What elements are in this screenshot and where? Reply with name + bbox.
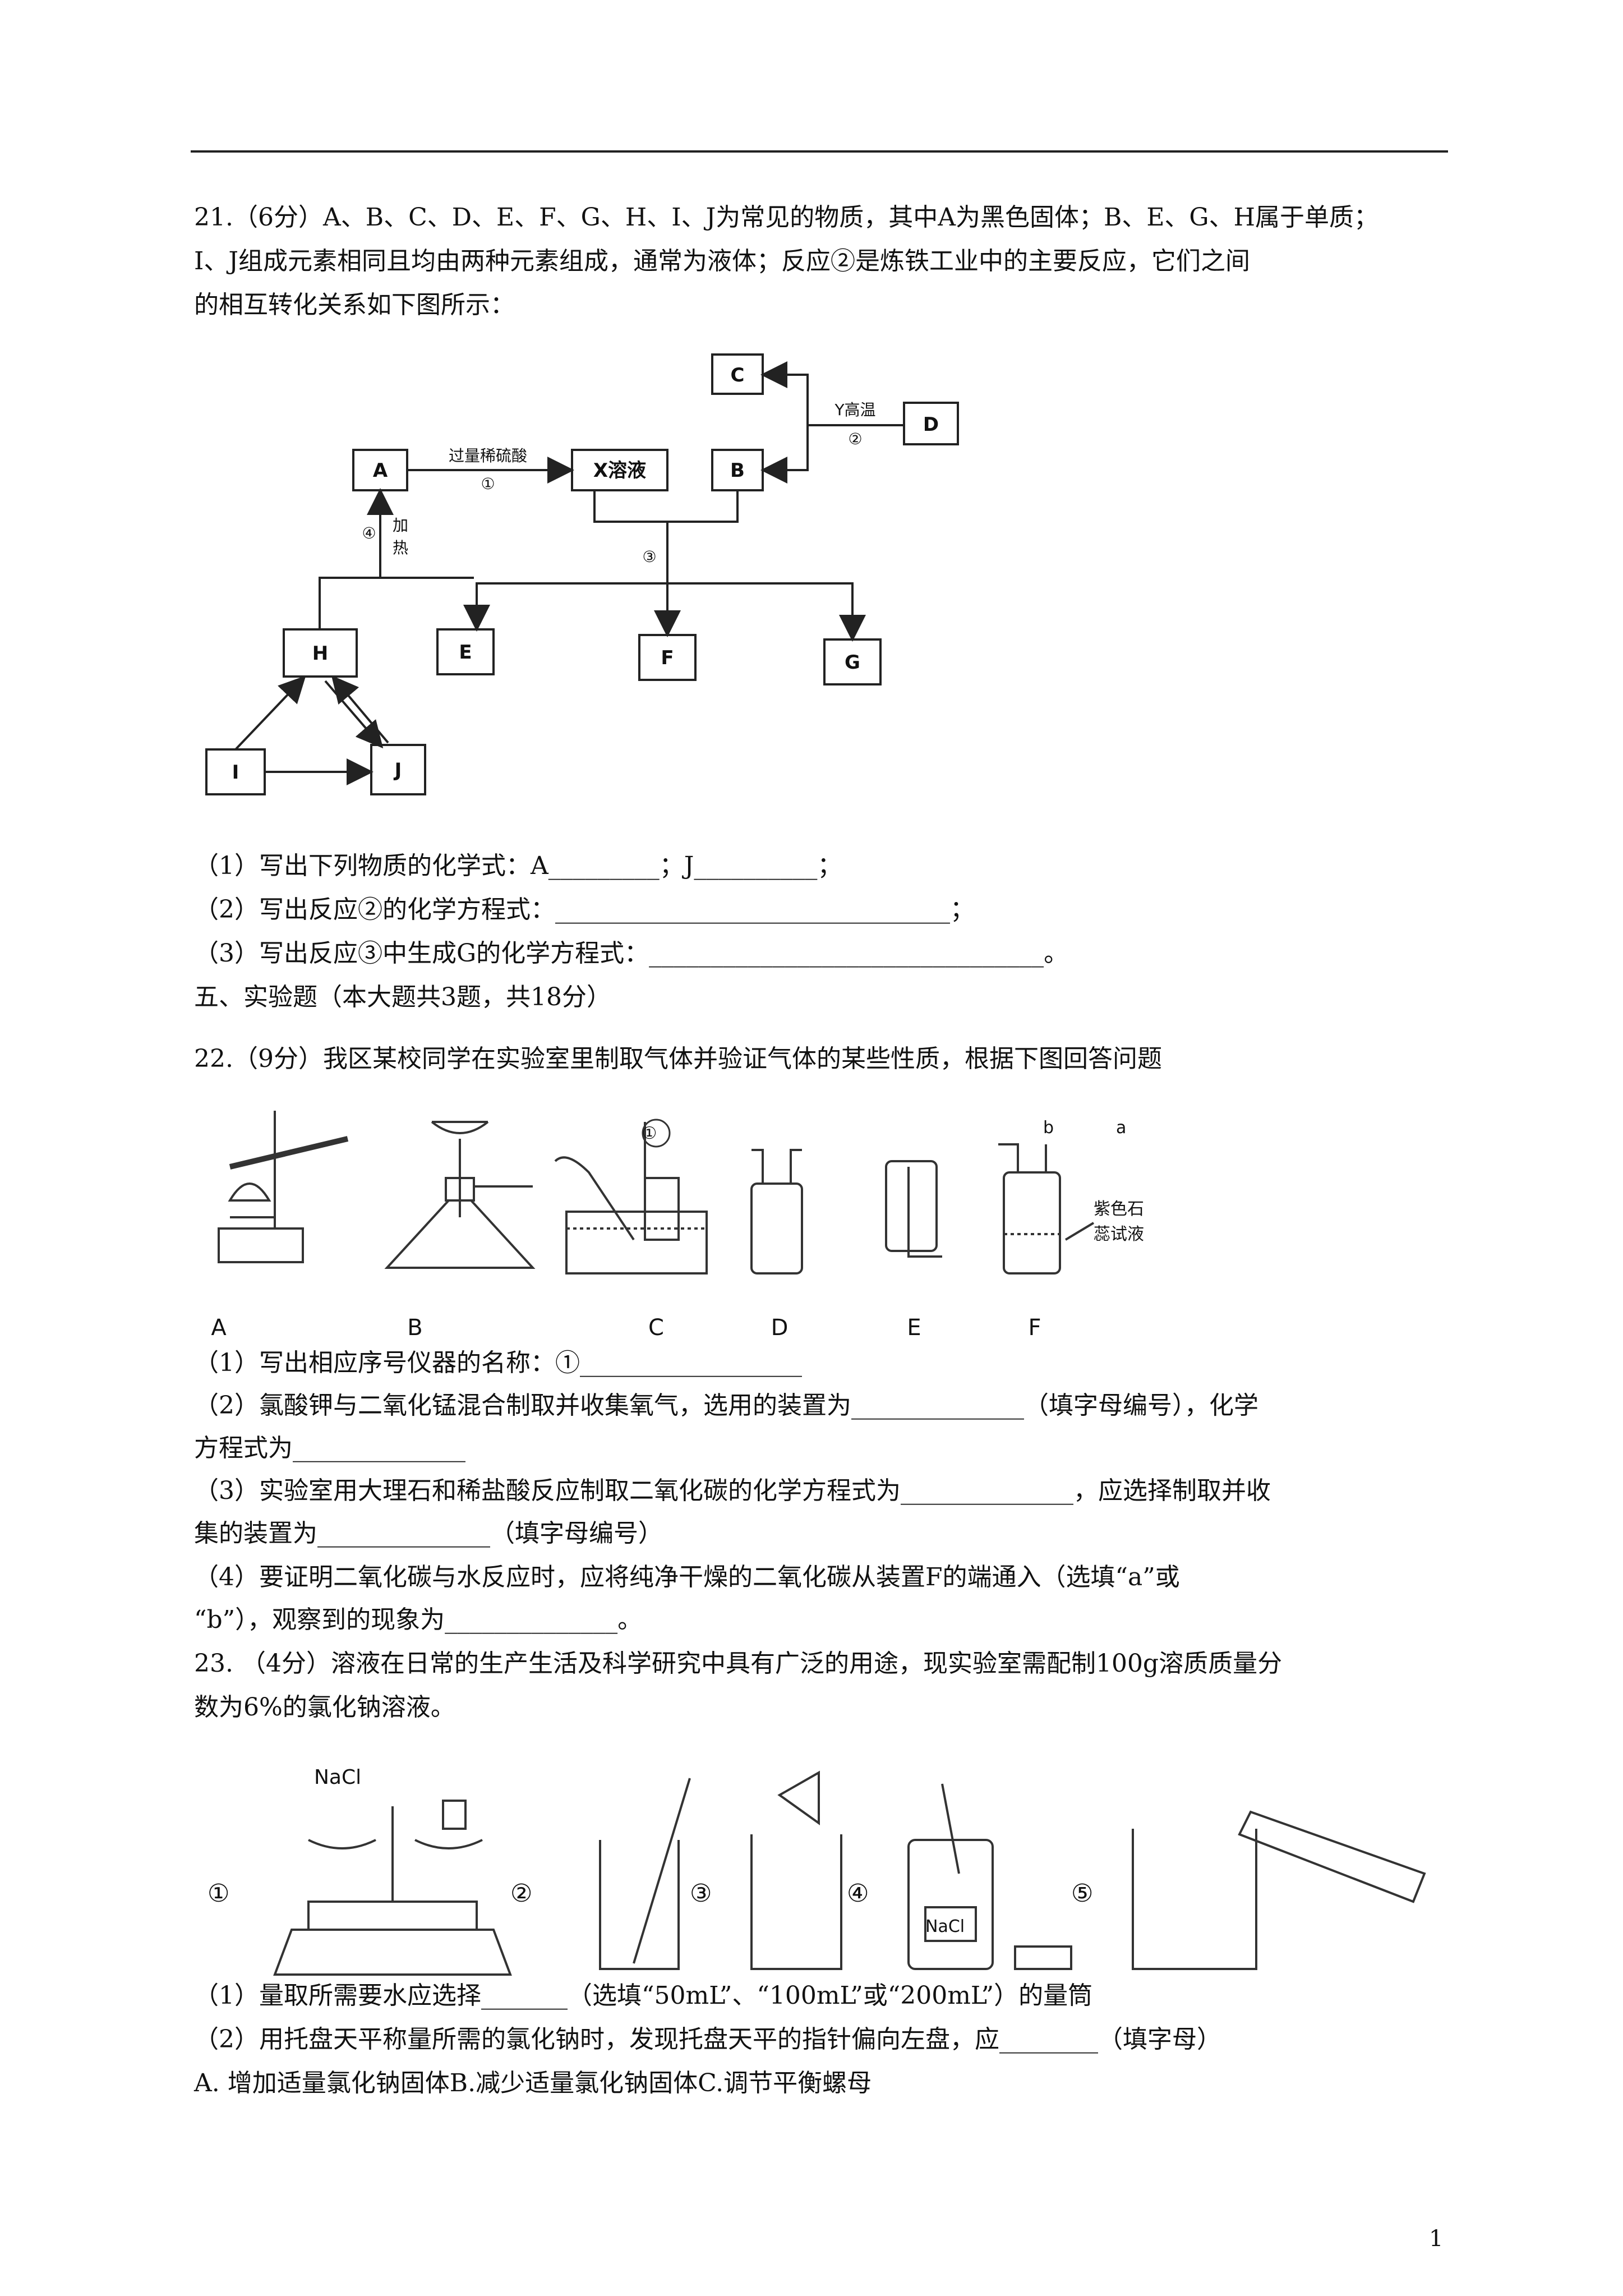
q23-intro-line2: 数为6%的氯化钠溶液。 xyxy=(194,1693,455,1722)
apparatus-label-c: C xyxy=(648,1315,664,1341)
reaction4-condition-2: 热 xyxy=(393,539,408,557)
reaction4-number: ④ xyxy=(362,524,376,542)
page-number: 1 xyxy=(1429,2226,1444,2252)
node-a-label: A xyxy=(373,459,388,482)
apparatus-a-tube xyxy=(229,1136,349,1170)
q23-sub1: （1）量取所需要水应选择_______（选填“50mL”、“100mL”或“20… xyxy=(194,1981,1093,2010)
apparatus-f-liquid-1: 紫色石 xyxy=(1094,1199,1144,1219)
nacl-label-balance: NaCl xyxy=(314,1766,361,1789)
reaction3-number: ③ xyxy=(642,547,656,566)
q22-intro: 22.（9分）我区某校同学在实验室里制取气体并验证气体的某些性质，根据下图回答问… xyxy=(194,1045,1162,1073)
step-label-3: ③ xyxy=(690,1879,712,1908)
q21-sub2: （2）写出反应②的化学方程式：_________________________… xyxy=(194,895,975,924)
step-label-4: ④ xyxy=(847,1879,869,1908)
beaker-5 xyxy=(1132,1829,1257,1970)
callout-1: ① xyxy=(642,1124,657,1143)
q21-transformation-diagram: C D A X溶液 B H E F G I J 过量稀硫酸 ① Y高温 ② ③ … xyxy=(191,342,1009,813)
reaction2-reagent: Y高温 xyxy=(834,401,875,419)
q23-intro-line1: 23. （4分）溶液在日常的生产生活及科学研究中具有广泛的用途，现实验室需配制1… xyxy=(194,1649,1283,1678)
apparatus-label-a: A xyxy=(211,1315,227,1341)
reaction1-reagent: 过量稀硫酸 xyxy=(449,447,527,465)
q21-intro-line1: 21.（6分）A、B、C、D、E、F、G、H、I、J为常见的物质，其中A为黑色固… xyxy=(194,203,1378,232)
node-h-label: H xyxy=(312,642,328,665)
apparatus-f-bottle xyxy=(1003,1171,1061,1274)
q22-sub3-line1: （3）实验室用大理石和稀盐酸反应制取二氧化碳的化学方程式为___________… xyxy=(194,1476,1271,1505)
q21-intro-line2: I、J组成元素相同且均由两种元素组成，通常为液体；反应②是炼铁工业中的主要反应，… xyxy=(194,247,1251,275)
node-c-label: C xyxy=(731,364,745,386)
apparatus-b-flask xyxy=(384,1199,536,1269)
node-x-label: X溶液 xyxy=(593,459,646,482)
q21-intro-line3: 的相互转化关系如下图所示： xyxy=(194,291,515,319)
node-b-label: B xyxy=(730,459,745,482)
apparatus-f-port-b: b xyxy=(1043,1118,1054,1138)
node-d-box xyxy=(903,402,959,445)
q22-sub3-line2: 集的装置为______________（填字母编号） xyxy=(194,1519,663,1548)
apparatus-f-port-a: a xyxy=(1116,1118,1126,1138)
node-d-label: D xyxy=(923,413,939,436)
reaction4-condition-1: 加 xyxy=(393,516,408,535)
step-label-2: ② xyxy=(510,1879,532,1908)
node-f-label: F xyxy=(661,647,674,669)
apparatus-e-bottle xyxy=(885,1160,938,1252)
balance-base xyxy=(273,1929,512,1976)
apparatus-a-base xyxy=(218,1227,304,1263)
beaker-3 xyxy=(750,1834,842,1970)
nacl-label-jar: NaCl xyxy=(925,1917,965,1936)
q21-sub3: （3）写出反应③中生成G的化学方程式：_____________________… xyxy=(194,939,1069,968)
q22-sub4-line2: “b”），观察到的现象为______________。 xyxy=(194,1605,643,1634)
node-e-label: E xyxy=(459,641,472,664)
apparatus-a-lamp xyxy=(228,1182,271,1202)
step-label-1: ① xyxy=(208,1879,229,1908)
measuring-cylinder xyxy=(1238,1810,1426,1903)
apparatus-label-d: D xyxy=(771,1315,789,1341)
reaction2-number: ② xyxy=(848,430,862,448)
q23-sub2: （2）用托盘天平称量所需的氯化钠时，发现托盘天平的指针偏向左盘，应_______… xyxy=(194,2025,1221,2054)
q22-apparatus-figure: ① b a 紫色石 蕊试液 A B C D E F xyxy=(196,1088,1206,1369)
step-label-5: ⑤ xyxy=(1071,1879,1093,1908)
beaker-2 xyxy=(599,1840,680,1970)
q22-sub2-line2: 方程式为______________ xyxy=(194,1434,465,1462)
balance-right-pan xyxy=(414,1839,483,1849)
apparatus-label-b: B xyxy=(407,1315,422,1341)
apparatus-label-f: F xyxy=(1028,1315,1041,1341)
q22-sub1: （1）写出相应序号仪器的名称：①__________________ xyxy=(194,1349,802,1377)
q23-procedure-figure: NaCl NaCl ① ② ③ ④ ⑤ xyxy=(196,1761,1458,1986)
balance-left-pan xyxy=(308,1839,376,1849)
apparatus-c-trough xyxy=(565,1211,708,1274)
apparatus-d-bottle xyxy=(750,1182,803,1274)
q21-sub1: （1）写出下列物质的化学式：A_________；J__________； xyxy=(194,852,842,880)
apparatus-label-e: E xyxy=(907,1315,921,1341)
q22-sub2-line1: （2）氯酸钾与二氧化锰混合制取并收集氧气，选用的装置为_____________… xyxy=(194,1391,1258,1420)
reaction1-number: ① xyxy=(481,475,495,493)
header-rule xyxy=(191,150,1448,153)
apparatus-f-liquid-2: 蕊试液 xyxy=(1094,1225,1144,1244)
node-i-label: I xyxy=(232,761,239,784)
node-j-label: J xyxy=(394,759,402,781)
node-g-label: G xyxy=(845,651,860,674)
nacl-jar xyxy=(907,1839,994,1970)
section5-heading: 五、实验题（本大题共3题，共18分） xyxy=(194,983,611,1011)
q23-options: A. 增加适量氯化钠固体B.减少适量氯化钠固体C.调节平衡螺母 xyxy=(194,2069,872,2097)
q22-sub4-line1: （4）要证明二氧化碳与水反应时，应将纯净干燥的二氧化碳从装置F的端通入（选填“a… xyxy=(194,1563,1180,1591)
